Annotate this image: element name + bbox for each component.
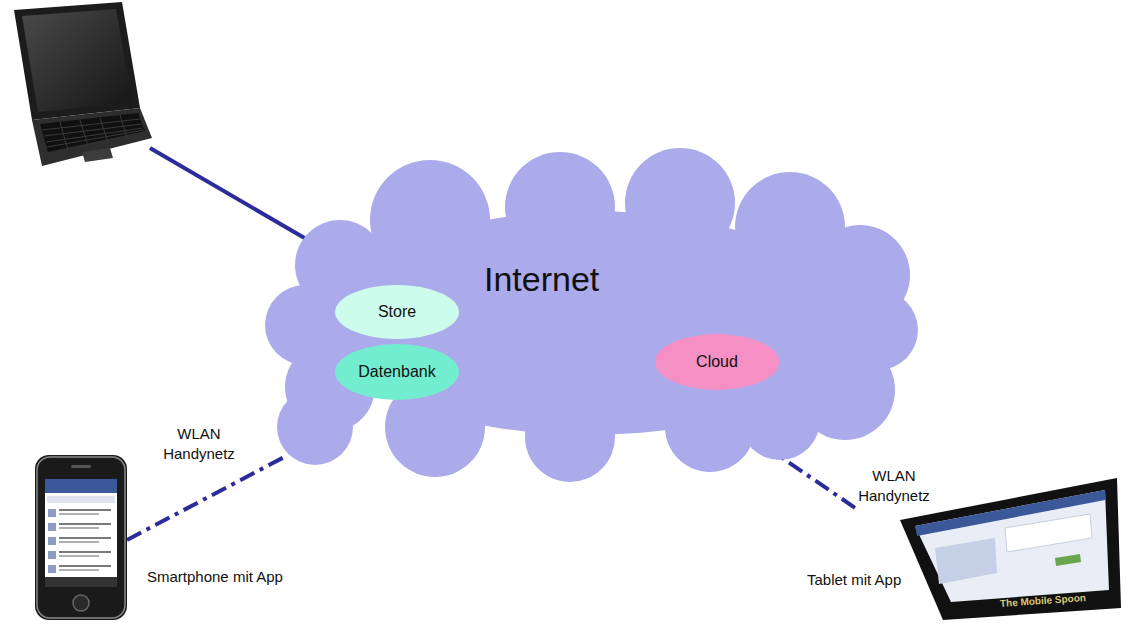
- laptop-touchpad: [82, 148, 113, 162]
- laptop-base: [32, 108, 152, 166]
- device-caption: Tablet mit App: [807, 571, 901, 589]
- ellipse-label: Datenbank: [358, 362, 435, 381]
- ellipse-label: Store: [378, 302, 416, 321]
- laptop-keyboard: [40, 113, 145, 152]
- cloud-service-ellipse: Cloud: [655, 334, 779, 390]
- smartphone-node: Smartphone mit App: [35, 455, 127, 620]
- laptop-keys: [42, 115, 144, 150]
- wireless-link: [778, 455, 855, 508]
- database-ellipse: Datenbank: [335, 344, 459, 400]
- device-caption: Smartphone mit App: [147, 568, 283, 586]
- cloud-title: Internet: [484, 259, 599, 300]
- smartphone-illustration: [35, 455, 127, 620]
- link-label: WLAN Handynetz: [160, 424, 238, 464]
- laptop-lid: [14, 2, 140, 120]
- laptop-screen: [22, 9, 132, 112]
- wireless-link: [127, 455, 288, 540]
- internet-cloud: InternetStoreDatenbank Cloud: [270, 165, 910, 465]
- link-label: WLAN Handynetz: [855, 466, 933, 506]
- ellipse-label: Cloud: [696, 352, 738, 371]
- store-ellipse: Store: [335, 285, 459, 339]
